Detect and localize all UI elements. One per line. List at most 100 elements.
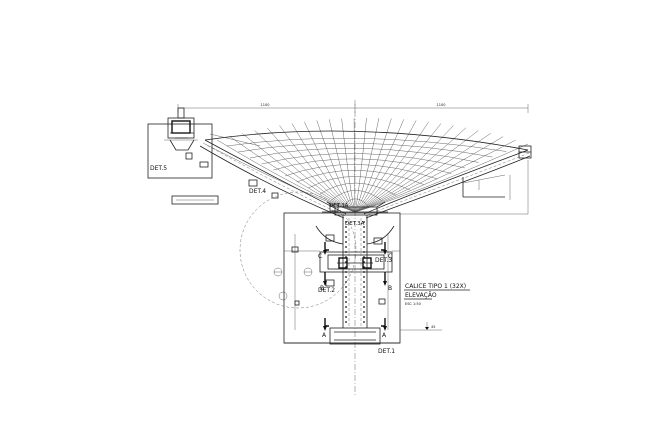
svg-text:B: B (320, 285, 324, 292)
section-marker-c-left: C (318, 242, 329, 260)
mast-rivet (345, 271, 347, 273)
mast-rivet (345, 251, 347, 253)
canopy-contour-line (261, 153, 466, 169)
det5-label: DET.5 (150, 165, 167, 172)
mast-rivet (345, 301, 347, 303)
mast-rivet (363, 296, 365, 298)
section-marker-c-right: C (381, 242, 392, 260)
mast-rivet (363, 226, 365, 228)
section-marker-a-left: A (322, 318, 329, 339)
frame-ticks (291, 246, 386, 306)
mast-rivet (345, 231, 347, 233)
mast-rivet (345, 276, 347, 278)
mast-rivet (363, 231, 365, 233)
canopy-radial-line (242, 133, 356, 213)
canopy-radial-line (354, 133, 491, 213)
drawing-scale: ESC 1:50 (405, 302, 421, 306)
canopy-radial-line (291, 123, 356, 213)
mast-rivet (363, 291, 365, 293)
canopy-contour-line (226, 137, 507, 152)
mast-rivet (363, 221, 365, 223)
canopy-radial-line (304, 121, 356, 213)
top-dimension-label: 1100 (261, 103, 270, 107)
det3a-callout: DET.3A DET.3A (329, 203, 365, 227)
canopy-radial-line (354, 118, 380, 213)
mast-rivet (363, 276, 365, 278)
section-markers: C C B B A A (318, 242, 392, 339)
mast-rivet (345, 296, 347, 298)
canopy-contour-line (273, 158, 452, 174)
canopy-contour-line (284, 164, 438, 180)
mast-rivet (363, 281, 365, 283)
left-arm (199, 139, 347, 219)
mast-rivet (363, 306, 365, 308)
right-support-detail (400, 160, 529, 215)
level-marker-label: 45 (431, 325, 435, 329)
column-frame (283, 201, 401, 345)
mast-rivet (363, 251, 365, 253)
canopy-contour-line (308, 176, 411, 191)
svg-text:B: B (388, 285, 392, 292)
top-dimension: 1100 1100 (177, 103, 529, 113)
canopy-radial-line (353, 118, 356, 213)
drawing-title: CALICE TIPO 1 (32X) (405, 283, 466, 290)
mast-rivet (363, 241, 365, 243)
mast-rivet (345, 241, 347, 243)
canopy-mesh (204, 117, 529, 213)
svg-text:A: A (322, 332, 327, 339)
canopy-contour-line (319, 182, 397, 196)
column-braces (315, 225, 395, 245)
det4-label: DET.4 (249, 188, 266, 195)
mast-rivet (363, 246, 365, 248)
mast-rivet (345, 321, 347, 323)
mast-rivet (345, 226, 347, 228)
canopy-contour-line (296, 170, 424, 185)
mast-rivet (345, 256, 347, 258)
canopy-contour-line (238, 142, 493, 158)
mast-rivet (345, 311, 347, 313)
canopy-radial-line (329, 119, 356, 213)
section-marker-b-right: B (383, 272, 392, 292)
canopy-rim (204, 130, 529, 151)
section-marker-b-left: B (320, 272, 327, 292)
mast-rivet (345, 246, 347, 248)
mast-rivet (363, 286, 365, 288)
canopy-radial-line (354, 121, 429, 213)
mast-rivet (345, 221, 347, 223)
mast-rivet (363, 301, 365, 303)
mast-rivet (345, 236, 347, 238)
canopy-radial-line (279, 125, 356, 213)
canopy-radial-line (354, 120, 417, 213)
mast-rivet (345, 266, 347, 268)
mast-rivets (345, 221, 365, 323)
swing-circle (239, 191, 357, 309)
mast-rivet (363, 266, 365, 268)
canopy-contour-line (343, 198, 369, 207)
det5-box: DET.5 (147, 107, 213, 179)
mast-rivet (363, 321, 365, 323)
level-marker: 45 (400, 322, 442, 331)
det3a-label-top: DET.3A (329, 203, 349, 209)
det3-label: DET.3 (375, 257, 392, 264)
canopy-radial-line (354, 118, 392, 213)
det4-callout: DET.4 (248, 179, 266, 195)
det3a-label: DET.3A (345, 221, 365, 227)
right-arm (363, 145, 532, 219)
det2-label: DET.2 (318, 287, 335, 294)
mast-rivet (363, 256, 365, 258)
canopy-radial-line (316, 120, 356, 213)
canopy-contour-line (249, 147, 479, 163)
drawing-subtitle: ELEVAÇÃO (405, 292, 437, 299)
mast-rivet (345, 316, 347, 318)
top-dimension-label-right: 1100 (437, 103, 446, 107)
circle-markers (273, 267, 313, 301)
mast-rivet (363, 261, 365, 263)
svg-text:A: A (382, 332, 387, 339)
mast-rivet (345, 291, 347, 293)
svg-text:C: C (388, 253, 392, 260)
svg-text:C: C (318, 253, 322, 260)
det1-label: DET.1 (378, 348, 395, 355)
section-marker-a-right: A (381, 318, 387, 339)
title-block: CALICE TIPO 1 (32X) ELEVAÇÃO ESC 1:50 (404, 283, 470, 306)
